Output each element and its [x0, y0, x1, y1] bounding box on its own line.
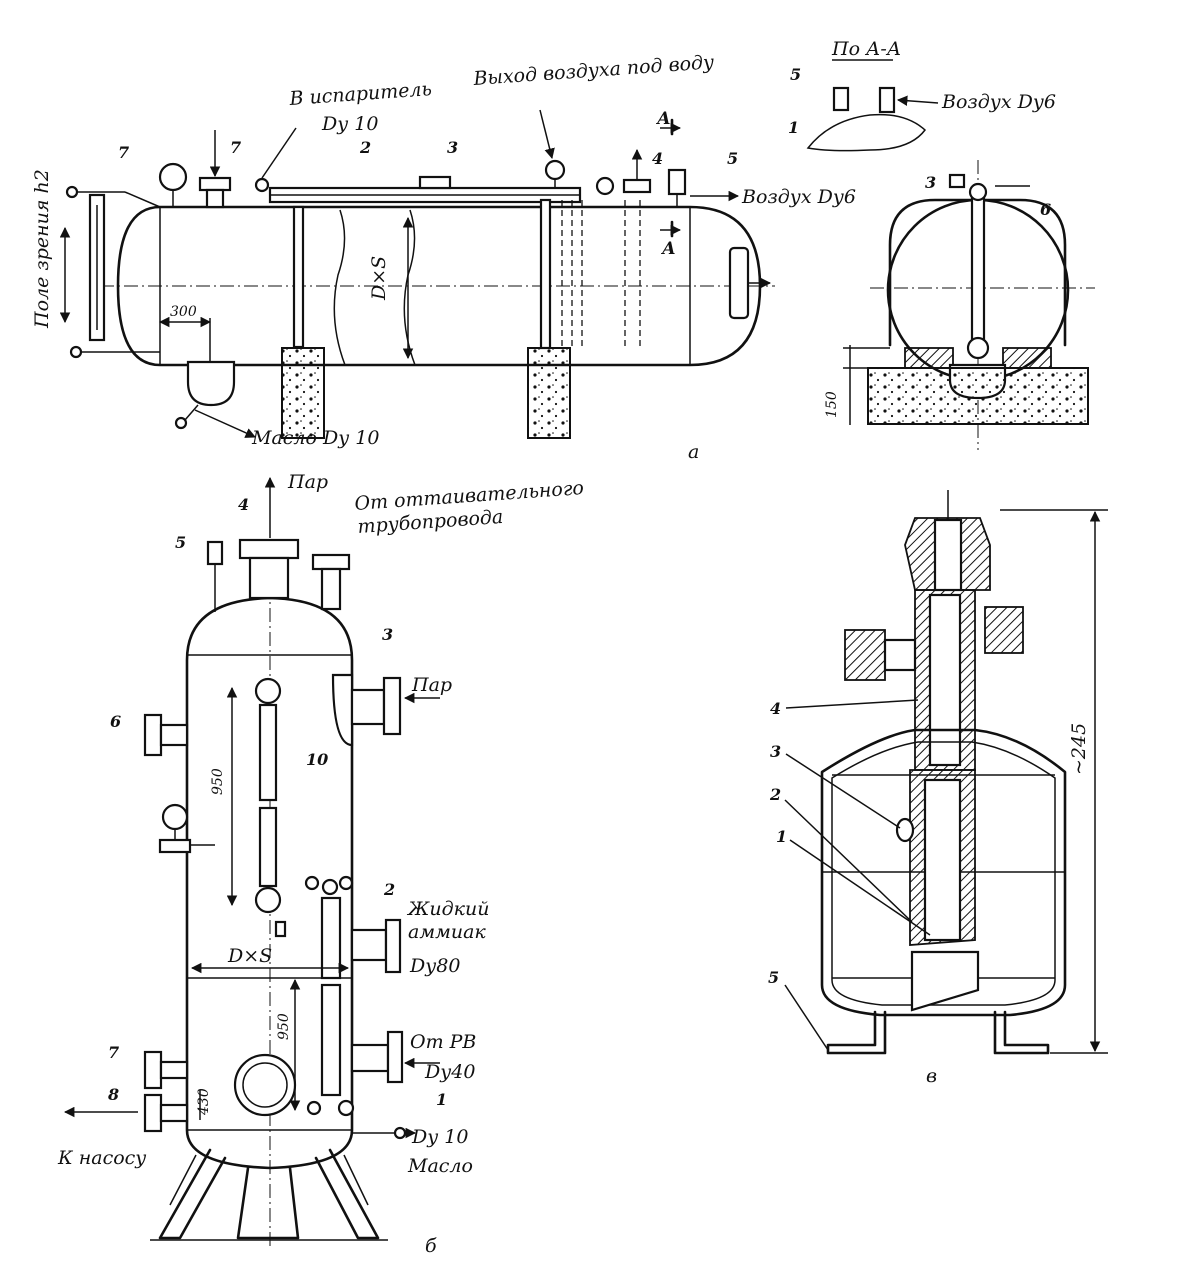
part-10b: 10: [306, 750, 328, 769]
label-section-a-bot: А: [660, 239, 676, 259]
section-num-5: 5: [790, 65, 801, 84]
part-1b: 1: [436, 1090, 447, 1109]
label-air-outlet: Выход воздуха под воду: [472, 51, 715, 90]
part-7a: 7: [118, 143, 129, 162]
label-ammonia-dn: Dу80: [409, 955, 460, 977]
vessel-v-shell: [820, 728, 1067, 1017]
part-5v: 5: [768, 968, 779, 987]
label-steam-top: Пар: [287, 471, 328, 493]
part-2v: 2: [769, 785, 781, 804]
section-a-a: По А-А 5 1 Воздух Dу6: [788, 38, 1095, 450]
label-ammonia-2: аммиак: [408, 921, 486, 943]
part-3v: 3: [770, 742, 781, 761]
label-ammonia-1: Жидкий: [406, 898, 489, 920]
label-to-evaporator: В испаритель: [288, 78, 433, 110]
section-title: По А-А: [831, 38, 901, 60]
section-num-1: 1: [788, 118, 799, 137]
part-3a: 3: [447, 138, 458, 157]
section-num-3: 3: [925, 173, 936, 192]
figure-a: В испаритель Dу 10 Выход воздуха под вод…: [31, 38, 1095, 463]
vessel-b-shell: [185, 596, 354, 1170]
label-oil-dn: Dу 10: [411, 1126, 468, 1148]
label-from-rv-dn: Dу40: [424, 1061, 475, 1083]
figure-v-label: в: [926, 1065, 937, 1087]
figure-v: ~245 4 3 2 1 5 в: [768, 490, 1108, 1087]
label-sight-field: Поле зрения h2: [31, 169, 53, 329]
part-4v: 4: [770, 699, 781, 718]
label-dxs-b: D×S: [227, 945, 272, 967]
label-950-bot: 950: [276, 1013, 292, 1040]
part-4b: 4: [238, 495, 249, 514]
part-4a: 4: [652, 149, 663, 168]
part-7b: 7: [230, 138, 241, 157]
label-steam-side: Пар: [411, 674, 452, 696]
label-430: 430: [196, 1088, 212, 1116]
section-height-150: 150: [824, 391, 840, 418]
label-dim-300: 300: [170, 304, 197, 320]
label-from-rv: От РВ: [410, 1031, 476, 1053]
label-dxs-a: D×S: [368, 256, 390, 301]
part-7b2: 7: [108, 1043, 119, 1062]
label-oil-b: Масло: [407, 1155, 473, 1177]
figure-b: Пар От оттаивательного трубопровода Пар …: [57, 471, 585, 1257]
label-height-245: ~245: [1068, 723, 1090, 775]
label-section-a-top: А: [655, 109, 671, 129]
section-air: Воздух Dу6: [941, 91, 1056, 113]
part-2b: 2: [383, 880, 395, 899]
label-950-top: 950: [210, 768, 226, 795]
label-to-evaporator-dn: Dу 10: [321, 113, 378, 135]
part-5b: 5: [175, 533, 186, 552]
part-5a: 5: [727, 149, 738, 168]
part-8b: 8: [107, 1085, 119, 1104]
part-3b: 3: [382, 625, 393, 644]
part-1v: 1: [776, 827, 787, 846]
section-num-6: 6: [1040, 200, 1051, 219]
part-2a: 2: [359, 138, 371, 157]
label-oil: Масло Dу 10: [251, 427, 379, 449]
label-air-right: Воздух Dу6: [741, 186, 856, 208]
figure-a-label: а: [688, 441, 699, 463]
figure-b-label: б: [425, 1235, 437, 1257]
part-6b: 6: [110, 712, 121, 731]
label-to-pumps: К насосу: [57, 1147, 146, 1169]
